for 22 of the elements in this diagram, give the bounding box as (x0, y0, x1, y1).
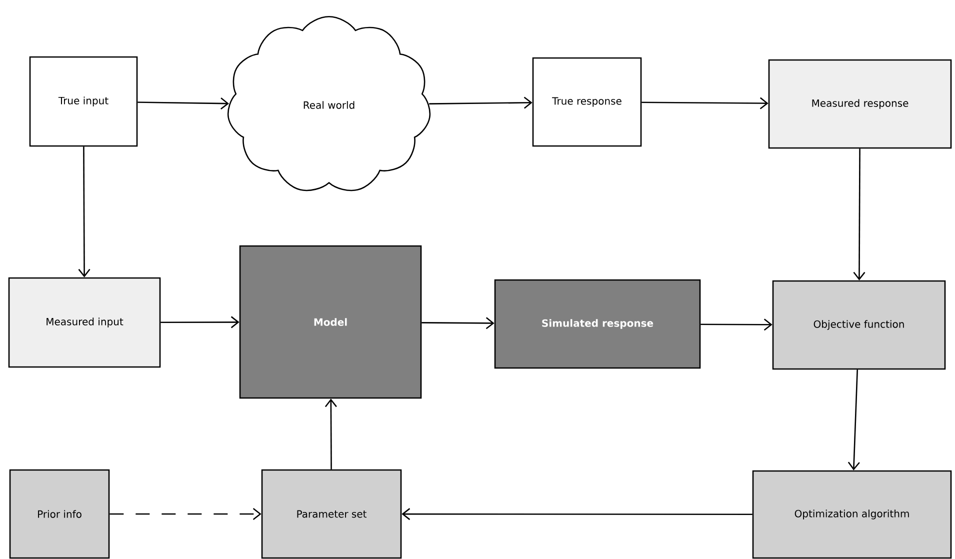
arrow (110, 508, 262, 520)
process-box: Optimization algorithm (752, 470, 952, 559)
arrow (324, 398, 337, 470)
process-box: Prior info (9, 469, 110, 559)
arrow (700, 318, 772, 331)
process-box: Simulated response (494, 279, 701, 369)
arrow (848, 370, 860, 470)
process-box: Parameter set (261, 469, 402, 559)
arrow (138, 97, 229, 110)
process-box: Model (239, 245, 422, 399)
process-box: True input (29, 56, 138, 147)
process-box: Measured input (8, 277, 161, 368)
process-box: Objective function (772, 280, 946, 370)
arrow (429, 96, 532, 109)
arrow (160, 316, 240, 328)
process-box: Measured response (768, 59, 952, 149)
process-box: True response (532, 57, 642, 147)
arrow (642, 97, 768, 110)
arrow (853, 148, 866, 280)
arrow (422, 317, 494, 330)
arrow (78, 146, 90, 278)
arrow (402, 508, 752, 520)
